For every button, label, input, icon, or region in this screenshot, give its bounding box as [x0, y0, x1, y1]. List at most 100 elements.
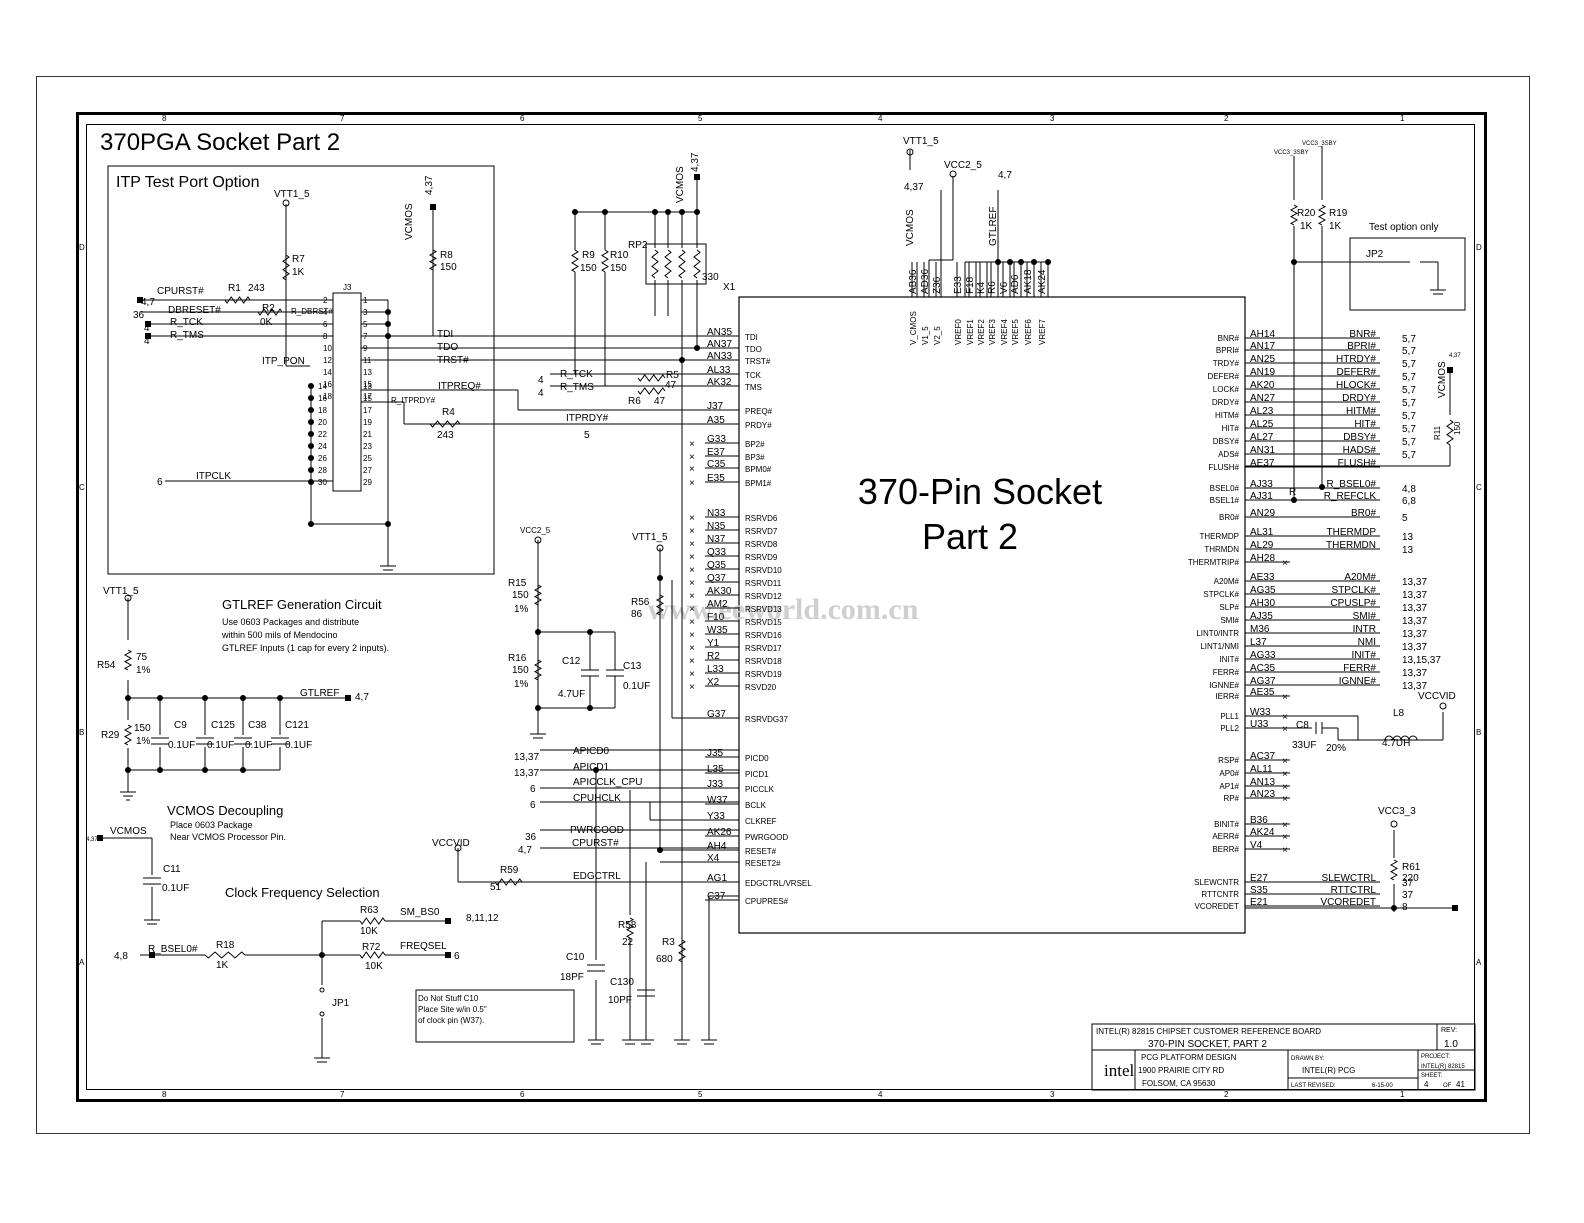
- apicd1-label: APICD1: [573, 762, 610, 773]
- grid-number-bottom: 4: [878, 1090, 883, 1099]
- component-label: R54: [97, 660, 116, 671]
- component-label: 1%: [136, 736, 151, 747]
- vcmos-label-b: VCMOS: [675, 166, 686, 203]
- vcc33sby-a: VCC3_3SBY: [1274, 150, 1309, 156]
- pin-ball: AK18: [1023, 269, 1034, 294]
- pin-ball: AH4: [707, 841, 727, 852]
- resistor-body: [123, 724, 133, 746]
- tb-addr3: FOLSOM, CA 95630: [1142, 1079, 1216, 1088]
- net-label: IGNNE#: [1339, 676, 1377, 687]
- vccvid-label-b: VCCVID: [1418, 691, 1456, 702]
- x1-label: X1: [723, 282, 736, 293]
- no-connect-mark: ×: [689, 565, 695, 576]
- pin-ball: F10: [707, 612, 725, 623]
- j3-pin-num: 19: [363, 418, 372, 427]
- j3-pin-num: 13: [363, 368, 372, 377]
- component-label: C8: [1296, 720, 1309, 731]
- component-label: C38: [248, 720, 267, 731]
- j3-pin-num: 18: [323, 392, 332, 401]
- pin-ball: AK20: [1250, 380, 1275, 391]
- pin-name: RSVD20: [745, 683, 777, 692]
- component-label: 1K: [216, 960, 229, 971]
- gtlref-note-3: GTLREF Inputs (1 cap for every 2 inputs)…: [222, 643, 389, 653]
- j3-pin-num: 1: [363, 296, 368, 305]
- pin-name: AERR#: [1212, 832, 1239, 841]
- pin-ball: AM2: [707, 599, 728, 610]
- pin-ball: AN29: [1250, 508, 1275, 519]
- pin-ball: J35: [707, 748, 724, 759]
- pin-name: PRDY#: [745, 421, 772, 430]
- cpuhclk-label: CPUHCLK: [573, 793, 621, 804]
- socket-top-pins: AB36V_CMOSAD36V1_5Z36V2_5E33VREF0F18VREF…: [908, 262, 1048, 345]
- pin-ball: Q37: [707, 573, 726, 584]
- pin-name: PLL2: [1220, 724, 1239, 733]
- clock-heading: Clock Frequency Selection: [225, 885, 380, 900]
- no-connect-mark: ×: [1282, 845, 1288, 856]
- no-connect-mark: ×: [689, 464, 695, 475]
- component-label: 33UF: [1292, 740, 1316, 751]
- tb-rev-label: REV:: [1441, 1027, 1457, 1034]
- ref-47-d: 4,7: [355, 692, 369, 703]
- component-label: 0.1UF: [623, 681, 650, 692]
- no-connect-mark: ×: [689, 617, 695, 628]
- pin-name: HIT#: [1222, 424, 1240, 433]
- j3-pin-num: 16: [323, 380, 332, 389]
- net-ref: 5,7: [1402, 334, 1416, 345]
- port-terminal: [145, 321, 151, 327]
- no-connect-mark: ×: [689, 452, 695, 463]
- apicclk-label: APICCLK_CPU: [573, 777, 642, 788]
- ref-4-a: 4: [144, 323, 150, 334]
- component-label: 150: [1453, 421, 1462, 435]
- component-label: 150: [134, 723, 151, 734]
- pin-name: LINT0/INTR: [1196, 629, 1239, 638]
- net-label: A20M#: [1344, 572, 1376, 583]
- pin-name: RSRVD10: [745, 566, 782, 575]
- pin-name: BSEL1#: [1210, 496, 1240, 505]
- vcmos-label-c: VCMOS: [905, 209, 916, 246]
- clock-text: R_BSEL0# 4,8 SM_BS0 8,11,12 FREQSEL 6 JP…: [114, 907, 499, 1009]
- resistor-body: [1289, 204, 1299, 226]
- pin-ball: V6: [999, 281, 1010, 294]
- pin-name: HITM#: [1215, 411, 1240, 420]
- pin-ball: E27: [1250, 873, 1268, 884]
- port-terminal: [1447, 367, 1453, 373]
- component-label: 0.1UF: [207, 740, 234, 751]
- net-label: THERMDN: [1326, 540, 1376, 551]
- pin-name: BSEL0#: [1210, 484, 1240, 493]
- component-label: R20: [1297, 208, 1316, 219]
- gtlref-wires: [100, 598, 348, 925]
- schematic-inner-border: [86, 124, 1475, 1090]
- pin-name: FERR#: [1213, 668, 1240, 677]
- component-label: R15: [508, 578, 527, 589]
- ref-36-b: 36: [525, 832, 537, 843]
- j3-pin-num: 12: [323, 356, 332, 365]
- pin-ball: N33: [707, 508, 726, 519]
- grid-number-bottom: 1: [1400, 1090, 1405, 1099]
- resistor-body: [123, 649, 133, 671]
- pin-ball: AL31: [1250, 527, 1274, 538]
- tb-rev: 1.0: [1444, 1039, 1458, 1050]
- resistor-body: [224, 296, 251, 304]
- j3-ref: J3: [343, 283, 352, 292]
- resistor-body: [1317, 204, 1327, 226]
- net-ref: 13,37: [1402, 668, 1427, 679]
- net-label: SLEWCTRL: [1322, 873, 1377, 884]
- vcmos-note-2: Near VCMOS Processor Pin.: [170, 832, 286, 842]
- pin-ball: AE35: [1250, 687, 1275, 698]
- lower-center-wires: [457, 540, 739, 1040]
- ref-48-a: 4,8: [114, 951, 128, 962]
- tb-sheet-title: 370-PIN SOCKET, PART 2: [1148, 1039, 1267, 1050]
- pin-name: TRST#: [745, 357, 771, 366]
- pin-name: RSRVD12: [745, 592, 782, 601]
- net-label: NMI: [1358, 637, 1376, 648]
- grid-number-top: 6: [520, 114, 525, 123]
- component-label: C11: [163, 864, 181, 875]
- component-label: 75: [136, 652, 148, 663]
- pin-ball: AL27: [1250, 432, 1274, 443]
- test-option-text: Test option only: [1369, 222, 1439, 233]
- resistor-body: [428, 249, 438, 271]
- pwrgood-label: PWRGOOD: [570, 825, 624, 836]
- apicd0-label: APICD0: [573, 746, 610, 757]
- net-label: STPCLK#: [1332, 585, 1377, 596]
- no-connect-mark: ×: [689, 604, 695, 615]
